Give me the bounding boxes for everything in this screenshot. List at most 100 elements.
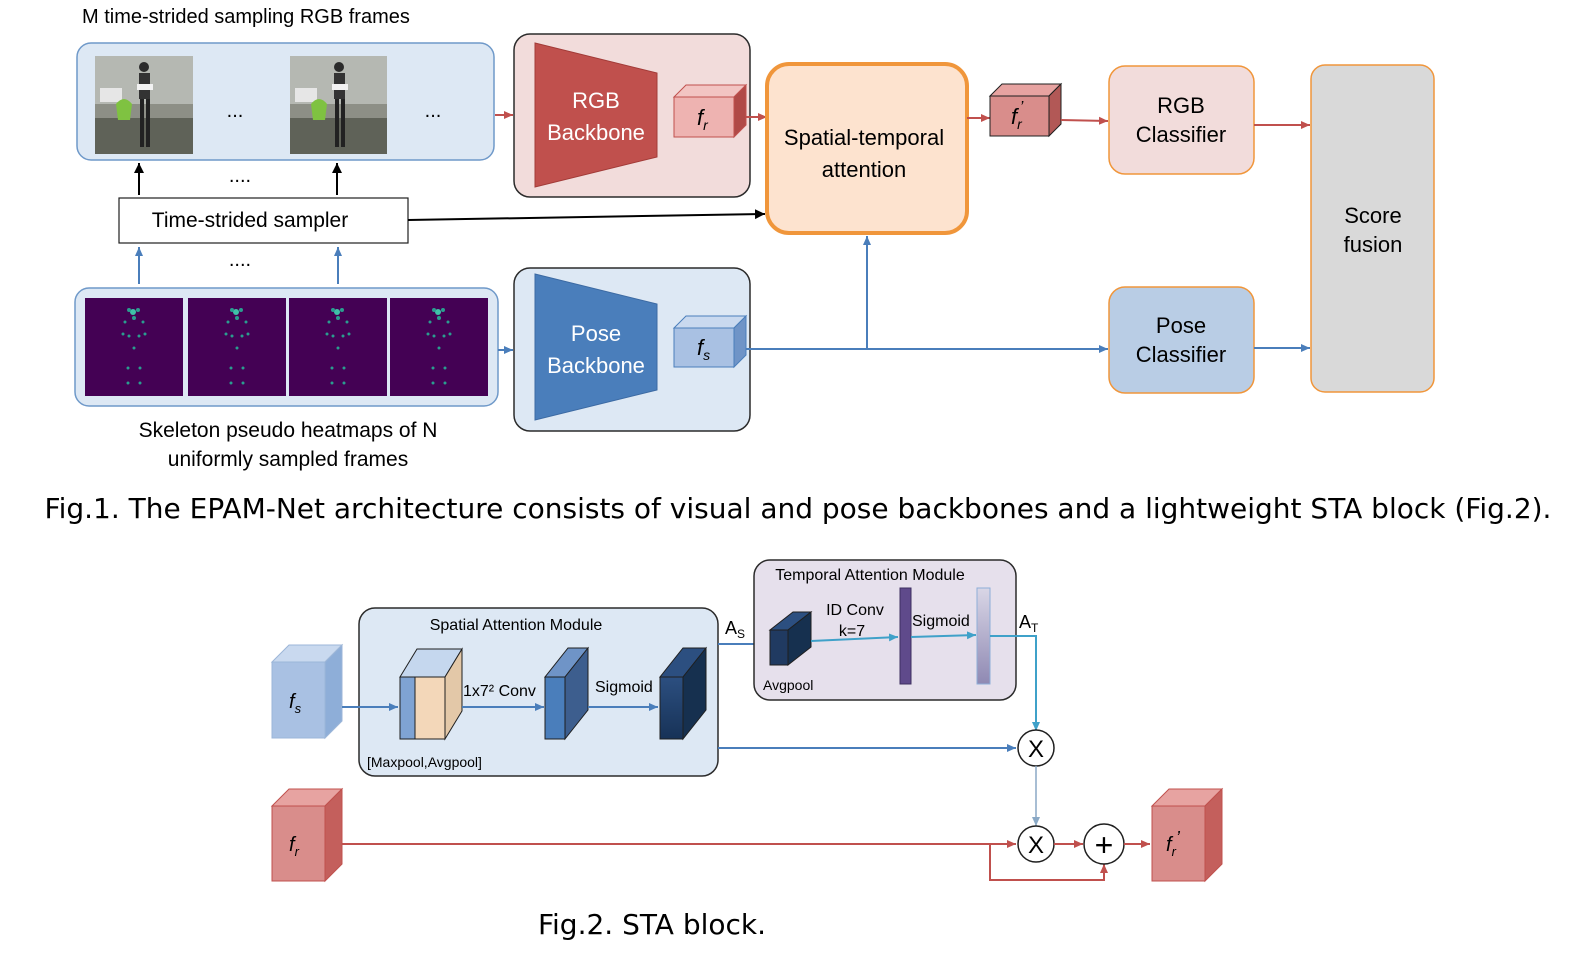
keypoint-dot <box>240 334 244 338</box>
rgb-classifier-line1: RGB <box>1157 93 1205 118</box>
temporal-attention-module <box>753 559 1017 701</box>
keypoint-dot <box>127 308 131 312</box>
keypoint-dot <box>432 334 436 338</box>
keypoint-dot <box>121 332 125 336</box>
keypoint-dot <box>244 320 248 324</box>
keypoint-dot <box>435 309 441 315</box>
rgb-backbone-trapezoid <box>534 42 658 188</box>
rgb-classifier <box>1108 65 1255 175</box>
keypoint-dot <box>432 308 436 312</box>
temporal-avgpool-block <box>768 610 813 667</box>
keypoint-dot <box>331 334 335 338</box>
keypoint-dot <box>340 308 344 312</box>
keypoint-dot <box>132 346 136 350</box>
sta-block <box>765 62 969 235</box>
keypoint-dot <box>437 316 441 320</box>
fs-feature-cube <box>672 314 748 369</box>
idconv-to-sigmoid-arrow <box>910 631 977 640</box>
residual-skip-arrow <box>989 844 1108 881</box>
keypoint-dot <box>345 320 349 324</box>
keypoint-dot <box>138 366 142 370</box>
rgb-frames-title: M time-strided sampling RGB frames <box>82 6 410 28</box>
fig2-output-cube <box>1150 787 1224 883</box>
conv-output-map <box>543 646 590 741</box>
svg-text:X: X <box>1028 832 1044 859</box>
sigmoid-spatial-label: Sigmoid <box>595 679 653 696</box>
keypoint-dot <box>246 332 250 336</box>
avgpool-label: Avgpool <box>763 677 813 693</box>
multiply-node-1: X <box>1017 729 1055 767</box>
keypoint-dot <box>341 334 345 338</box>
spatial-attention-map <box>658 646 708 741</box>
sampler-ellipsis-top: .... <box>229 165 251 187</box>
keypoint-dot <box>127 334 131 338</box>
keypoint-dot <box>330 381 334 385</box>
pose-backbone-label-line1: Pose <box>571 321 621 346</box>
svg-text:X: X <box>1028 736 1044 763</box>
keypoint-dot <box>123 320 127 324</box>
spatial-module-title: Spatial Attention Module <box>430 617 603 634</box>
keypoint-dot <box>229 366 233 370</box>
fig2-fr-label: fr <box>289 834 300 859</box>
pose-backbone-trapezoid <box>534 273 658 421</box>
as-label: AS <box>725 618 745 641</box>
multiply-node-2: X <box>1017 825 1055 863</box>
time-strided-sampler-box <box>118 197 409 244</box>
score-fusion <box>1310 64 1435 393</box>
rgb-ellipsis-2: ... <box>425 100 442 122</box>
keypoint-dot <box>442 334 446 338</box>
rgb-classifier-line2: Classifier <box>1136 122 1226 147</box>
score-fusion-line1: Score <box>1344 203 1401 228</box>
idconv-output-bar <box>899 587 912 685</box>
frprime-label: fr’ <box>1011 99 1024 132</box>
add-node: + <box>1083 823 1125 865</box>
keypoint-dot <box>230 334 234 338</box>
at-to-multiply-arrow <box>990 635 1040 731</box>
fs-label: fs <box>697 335 710 363</box>
keypoint-dot <box>239 308 243 312</box>
pose-classifier-line2: Classifier <box>1136 342 1226 367</box>
keypoint-dot <box>331 308 335 312</box>
fig2-caption: Fig.2. STA block. <box>538 908 766 941</box>
keypoint-dot <box>138 381 142 385</box>
fr-label: fr <box>697 105 709 133</box>
avgpool-to-idconv-arrow <box>810 633 899 642</box>
fig2-output-label: fr’ <box>1166 828 1181 859</box>
sampler-to-sta-arrow <box>407 209 766 221</box>
heatmap-caption-line1: Skeleton pseudo heatmaps of N <box>139 419 438 442</box>
keypoint-dot <box>342 366 346 370</box>
keypoint-dot <box>448 332 452 336</box>
heatmap-caption-line2: uniformly sampled frames <box>168 448 408 471</box>
fig2-fs-cube <box>270 643 344 740</box>
keypoint-dot <box>233 309 239 315</box>
keypoint-dot <box>327 320 331 324</box>
keypoint-dot <box>130 309 136 315</box>
score-fusion-line2: fusion <box>1344 232 1403 257</box>
heatmap-keypoints <box>121 308 452 385</box>
fr-feature-cube <box>672 83 748 139</box>
temporal-attention-bar <box>976 587 991 685</box>
svg-text:+: + <box>1095 827 1114 863</box>
fig2-fr-cube <box>270 787 344 883</box>
keypoint-dot <box>132 316 136 320</box>
at-label: AT <box>1019 612 1039 635</box>
sampler-ellipsis-bottom: .... <box>229 249 251 271</box>
rgb-frame-thumbnail <box>290 56 387 154</box>
keypoint-dot <box>443 366 447 370</box>
keypoint-dot <box>141 320 145 324</box>
sta-label-line2: attention <box>822 157 906 182</box>
keypoint-dot <box>443 381 447 385</box>
keypoint-dot <box>241 381 245 385</box>
keypoint-dot <box>126 366 130 370</box>
pose-classifier-line1: Pose <box>1156 313 1206 338</box>
keypoint-dot <box>446 320 450 324</box>
keypoint-dot <box>137 334 141 338</box>
conv-label: 1x7² Conv <box>463 683 536 700</box>
pooled-feature-maps <box>399 647 463 741</box>
rgb-backbone-label-line1: RGB <box>572 88 620 113</box>
rgb-backbone-label-line2: Backbone <box>547 120 645 145</box>
heatmap-frames <box>85 298 488 396</box>
keypoint-dot <box>342 381 346 385</box>
keypoint-dot <box>431 366 435 370</box>
